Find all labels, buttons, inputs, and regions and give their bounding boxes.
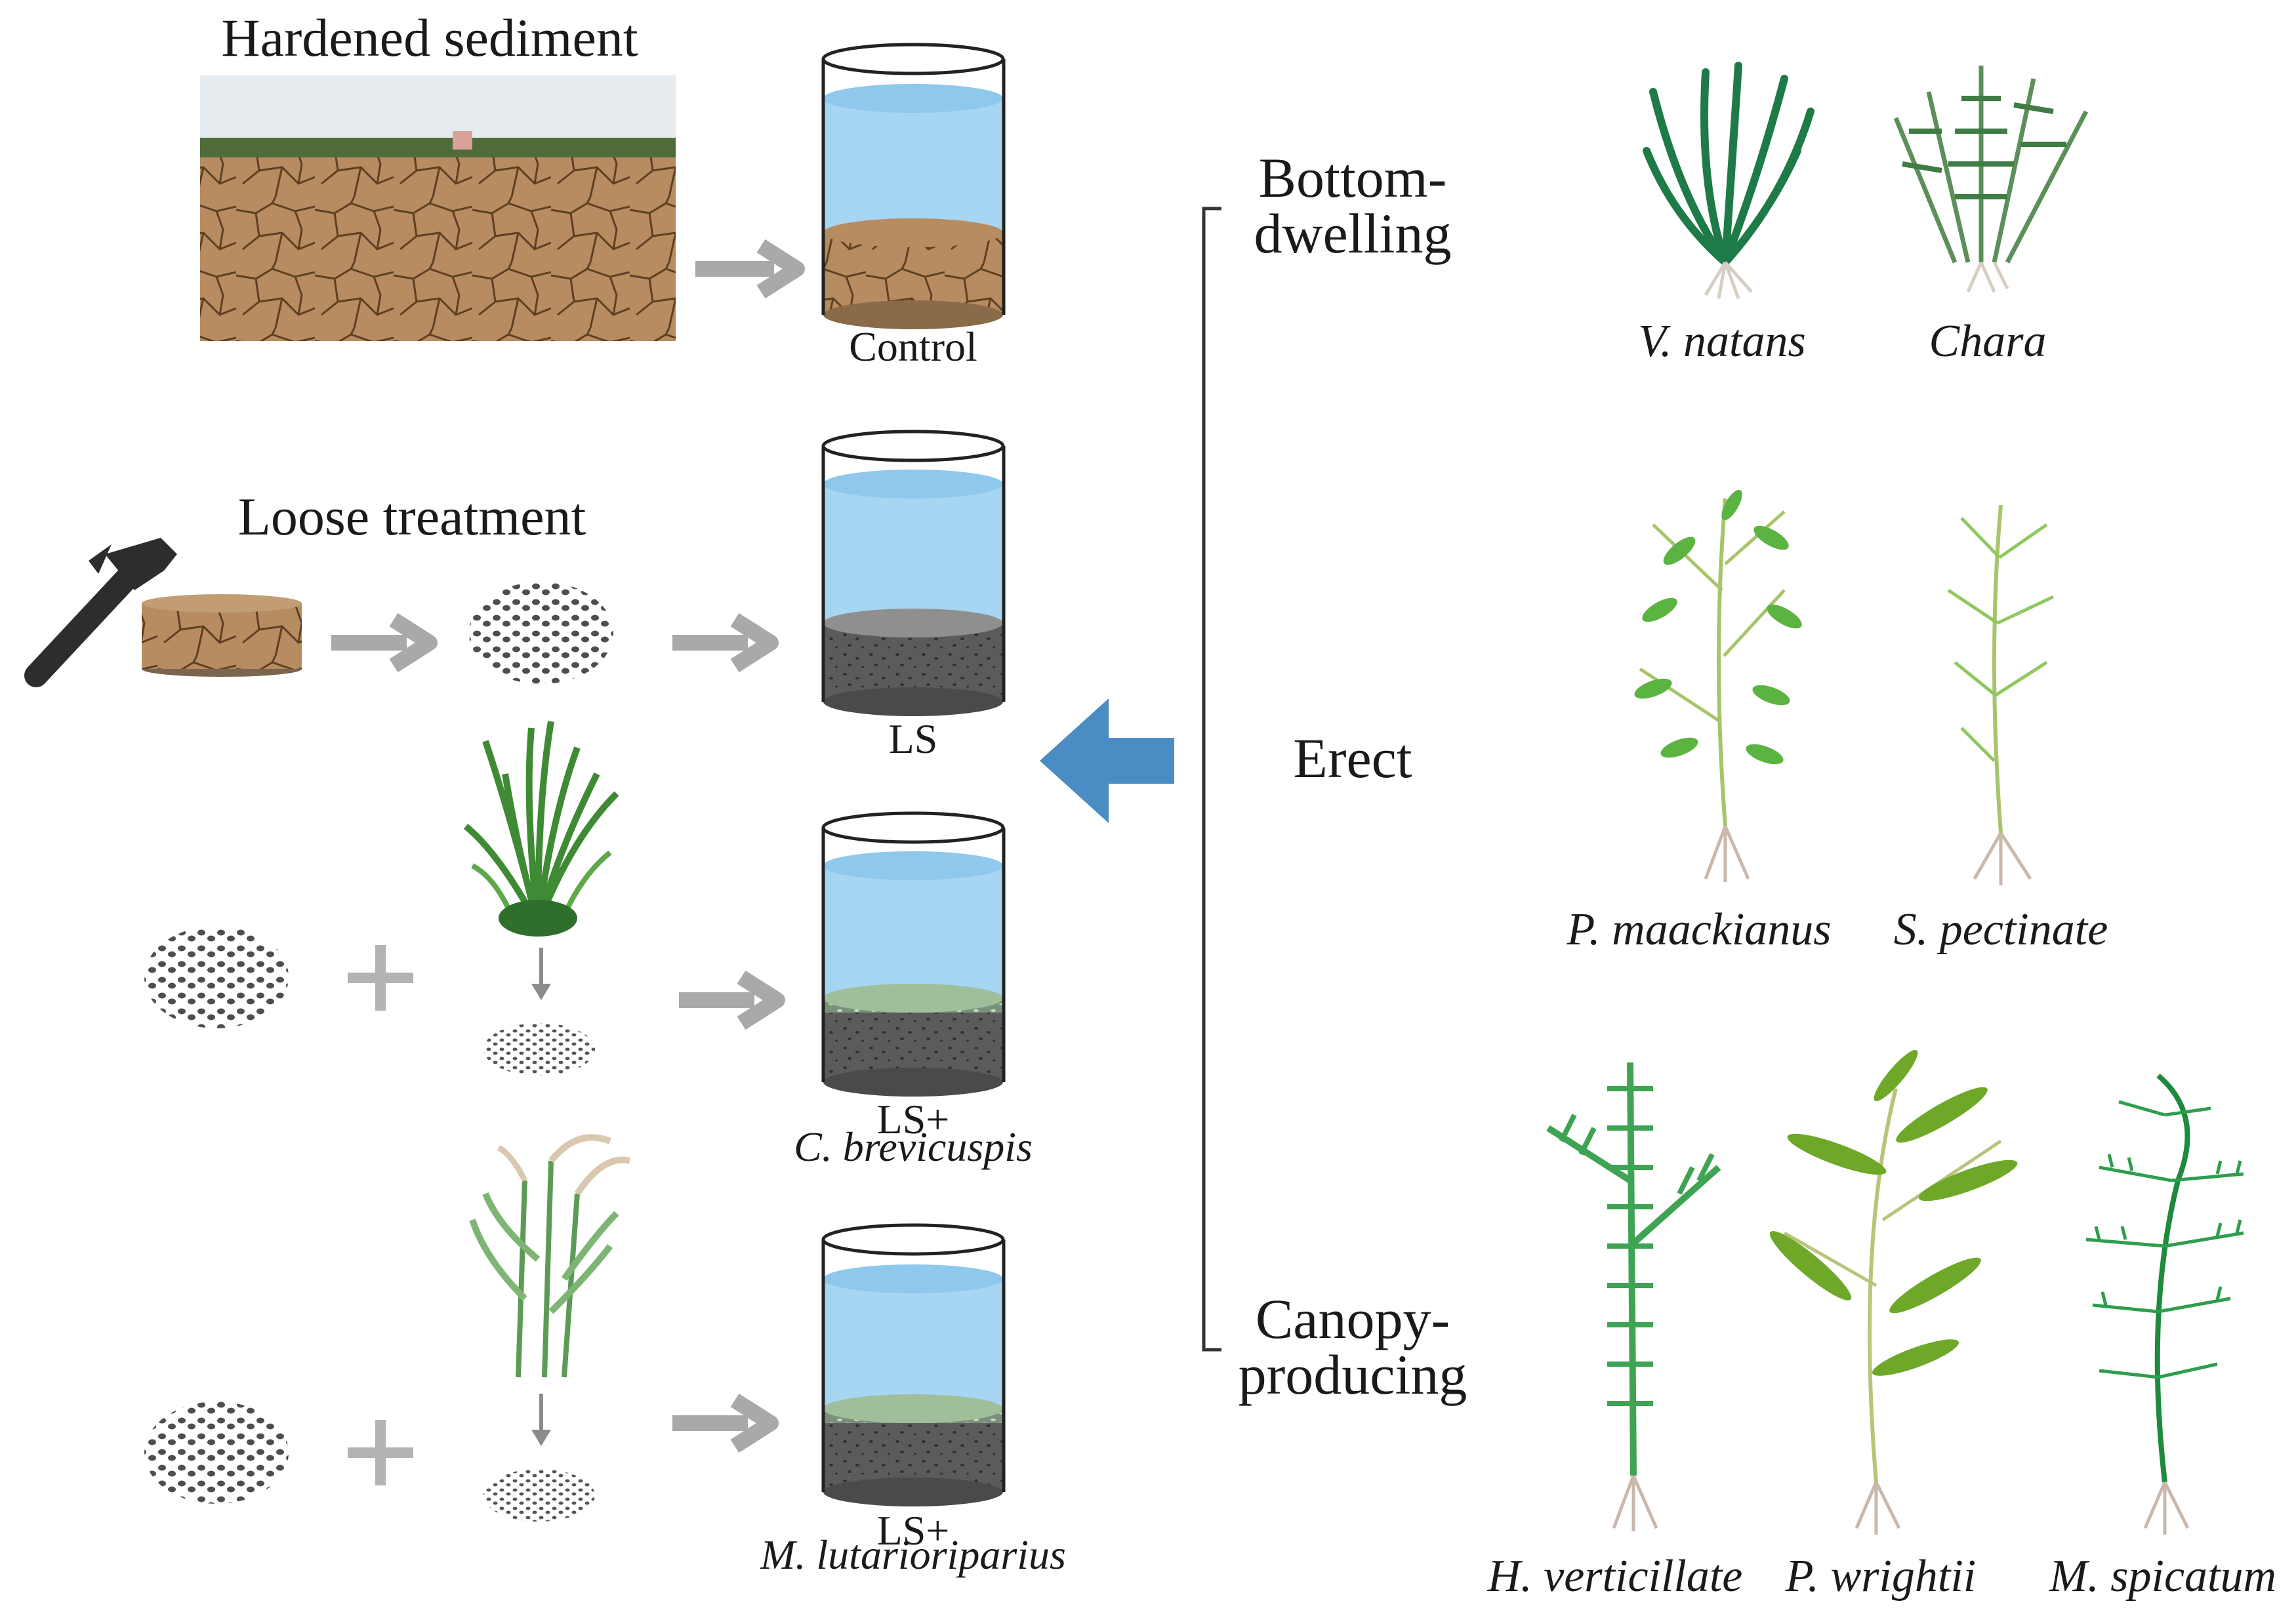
loose-sediment-particles bbox=[469, 582, 613, 684]
loose-sediment-particles-2 bbox=[144, 926, 289, 1028]
m-lutarioriparius-label: M. lutarioriparius bbox=[760, 1531, 1066, 1578]
m-lutarioriparius-reed bbox=[469, 1134, 631, 1378]
control-label: Control bbox=[849, 323, 977, 370]
gray-arrow-icon bbox=[672, 613, 779, 673]
c-brevicuspis-grass bbox=[463, 721, 619, 937]
plant-fragments bbox=[483, 1023, 595, 1076]
bottom-dwelling-label-2: dwelling bbox=[1254, 202, 1452, 265]
bottom-dwelling-label-1: Bottom- bbox=[1259, 146, 1447, 209]
loose-sediment-particles-3 bbox=[144, 1402, 289, 1504]
m-spicatum-label: M. spicatum bbox=[2049, 1551, 2276, 1602]
gray-arrow-icon bbox=[679, 970, 785, 1030]
beaker-ls-c-brevicuspis bbox=[821, 811, 1006, 1097]
blue-arrow-icon bbox=[1040, 698, 1174, 823]
gray-arrow-icon bbox=[331, 613, 438, 673]
p-wrightii-plant bbox=[1769, 1049, 2018, 1535]
ls-label: LS bbox=[889, 716, 938, 762]
hardened-sediment-photo bbox=[200, 75, 676, 341]
canopy-producing-label-2: producing bbox=[1239, 1343, 1467, 1406]
gray-arrow-icon bbox=[695, 239, 805, 299]
ls-plus-label-2: LS+ bbox=[877, 1507, 950, 1554]
p-maackianus-plant bbox=[1634, 489, 1802, 882]
p-wrightii-label: P. wrightii bbox=[1785, 1551, 1976, 1602]
beaker-control bbox=[821, 43, 1006, 329]
ls-plus-label: LS+ bbox=[877, 1096, 950, 1142]
gray-arrow-icon bbox=[672, 1393, 779, 1453]
v-natans-plant bbox=[1643, 62, 1814, 299]
s-pectinate-plant bbox=[1947, 504, 2055, 885]
plus-icon bbox=[348, 1420, 413, 1485]
loose-treatment-heading: Loose treatment bbox=[238, 487, 586, 546]
v-natans-label: V. natans bbox=[1638, 316, 1805, 367]
hardened-soil-disc bbox=[142, 594, 302, 677]
beaker-ls bbox=[821, 430, 1006, 716]
erect-label: Erect bbox=[1293, 727, 1412, 790]
c-brevicuspis-label: C. brevicuspis bbox=[794, 1123, 1033, 1170]
hardened-sediment-heading: Hardened sediment bbox=[221, 8, 638, 68]
chara-label: Chara bbox=[1929, 316, 2047, 367]
beaker-ls-m-lutarioriparius bbox=[821, 1223, 1006, 1506]
h-verticillate-plant bbox=[1546, 1062, 1721, 1531]
down-arrow-icon bbox=[531, 948, 551, 1000]
canopy-producing-label-1: Canopy- bbox=[1256, 1287, 1450, 1350]
plus-icon bbox=[348, 945, 413, 1011]
h-verticillate-label: H. verticillate bbox=[1487, 1551, 1743, 1602]
hammer-icon bbox=[24, 538, 177, 687]
p-maackianus-label: P. maackianus bbox=[1566, 904, 1831, 955]
plant-fragments-2 bbox=[483, 1469, 595, 1522]
m-spicatum-plant bbox=[2085, 1073, 2244, 1535]
down-arrow-icon bbox=[531, 1394, 551, 1446]
chara-plant bbox=[1893, 66, 2089, 293]
group-bracket bbox=[1202, 207, 1221, 1352]
s-pectinate-label: S. pectinate bbox=[1894, 904, 2108, 955]
